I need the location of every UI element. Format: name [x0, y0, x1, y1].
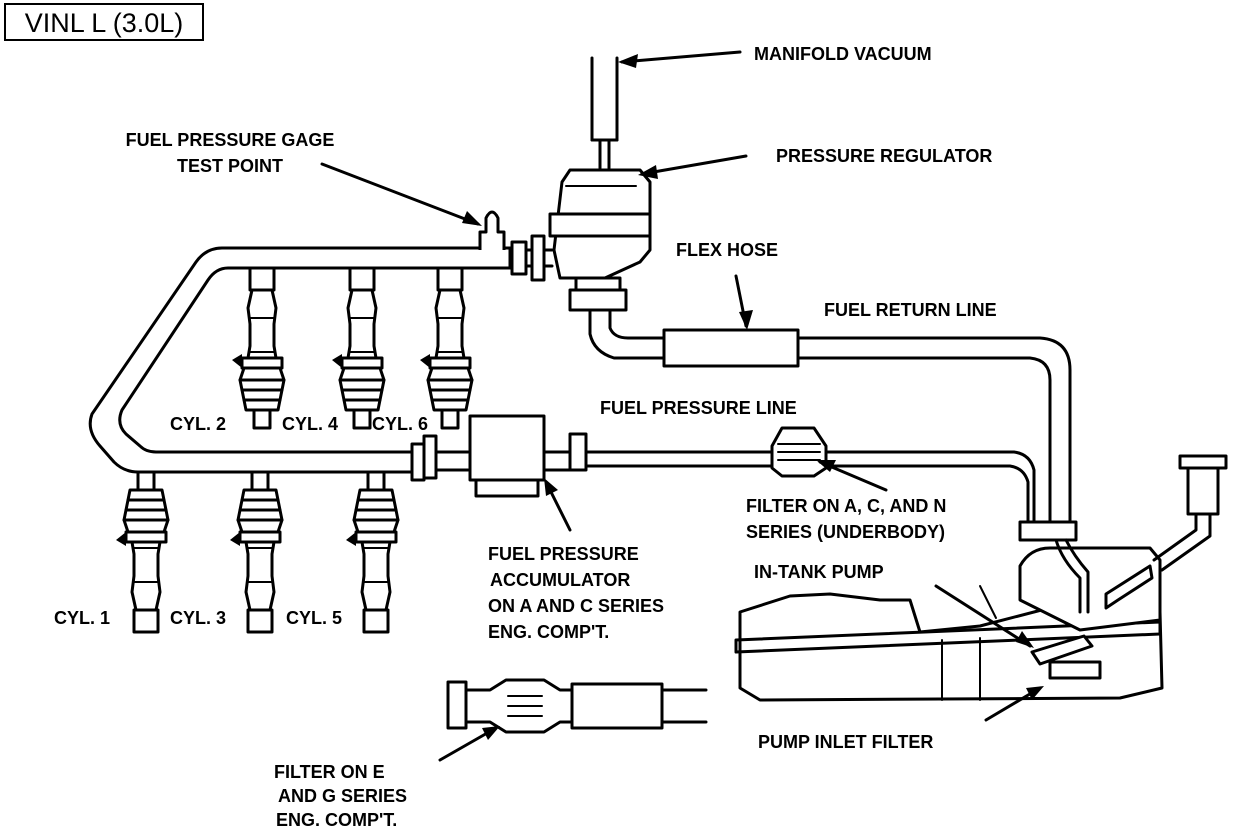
callout-arrows — [320, 50, 1044, 762]
label-fuel-pressure-line: FUEL PRESSURE LINE — [600, 398, 797, 418]
label-cyl-4: CYL. 4 — [282, 414, 338, 434]
fuel-tank — [734, 454, 1228, 702]
labels: MANIFOLD VACUUM PRESSURE REGULATOR FUEL … — [54, 44, 997, 830]
label-pressure-regulator: PRESSURE REGULATOR — [776, 146, 992, 166]
injector-cyl-1 — [114, 470, 170, 634]
label-in-tank-pump: IN-TANK PUMP — [754, 562, 884, 582]
label-pump-inlet-filter: PUMP INLET FILTER — [758, 732, 933, 752]
flex-hose — [662, 328, 800, 368]
label-accumulator-4: ENG. COMP'T. — [488, 622, 609, 642]
injector-cyl-3 — [228, 470, 284, 634]
pressure-regulator — [548, 168, 652, 312]
label-cyl-3: CYL. 3 — [170, 608, 226, 628]
injector-cyl-4 — [330, 266, 386, 430]
label-cyl-6: CYL. 6 — [372, 414, 428, 434]
label-gage-test-point-1: FUEL PRESSURE GAGE — [126, 130, 335, 150]
label-filter-acn-2: SERIES (UNDERBODY) — [746, 522, 945, 542]
label-gage-test-point-2: TEST POINT — [177, 156, 283, 176]
injector-cyl-2 — [230, 266, 286, 430]
fuel-rail — [88, 210, 554, 474]
label-accumulator-2: ACCUMULATOR — [490, 570, 630, 590]
label-flex-hose: FLEX HOSE — [676, 240, 778, 260]
label-accumulator-3: ON A AND C SERIES — [488, 596, 664, 616]
fuel-pressure-line — [410, 414, 1036, 532]
label-filter-eg-2: AND G SERIES — [278, 786, 407, 806]
label-cyl-5: CYL. 5 — [286, 608, 342, 628]
label-manifold-vacuum: MANIFOLD VACUUM — [754, 44, 932, 64]
manifold-vacuum-pipe — [590, 56, 619, 170]
label-cyl-2: CYL. 2 — [170, 414, 226, 434]
injector-cyl-5 — [344, 470, 400, 634]
label-accumulator-1: FUEL PRESSURE — [488, 544, 639, 564]
filter-e-g-series — [446, 678, 708, 734]
label-filter-eg-3: ENG. COMP'T. — [276, 810, 397, 830]
diagram-title: VINL L (3.0L) — [25, 8, 184, 38]
label-cyl-1: CYL. 1 — [54, 608, 110, 628]
fuel-return-line — [588, 308, 1072, 532]
label-filter-eg-1: FILTER ON E — [274, 762, 385, 782]
label-filter-acn-1: FILTER ON A, C, AND N — [746, 496, 946, 516]
label-fuel-return-line: FUEL RETURN LINE — [824, 300, 997, 320]
title-box: VINL L (3.0L) — [4, 3, 204, 41]
injector-cyl-6 — [418, 266, 474, 430]
